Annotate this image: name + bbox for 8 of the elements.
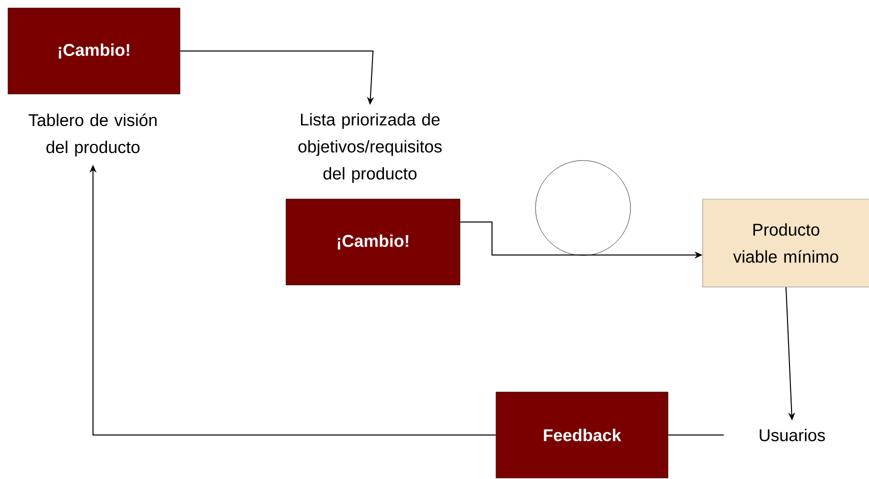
loop-circle	[535, 160, 631, 256]
text-label: Lista priorizada de objetivos/requisitos del producto	[298, 113, 442, 183]
change-box: ¡Cambio!	[286, 198, 460, 286]
change-box: ¡Cambio!	[8, 8, 180, 94]
feedback-box: Feedback	[496, 392, 668, 478]
text-label: Tablero de visión del producto	[28, 113, 157, 157]
product-box: Producto viable mínimo	[702, 198, 869, 288]
text-label: Usuarios	[760, 428, 825, 442]
